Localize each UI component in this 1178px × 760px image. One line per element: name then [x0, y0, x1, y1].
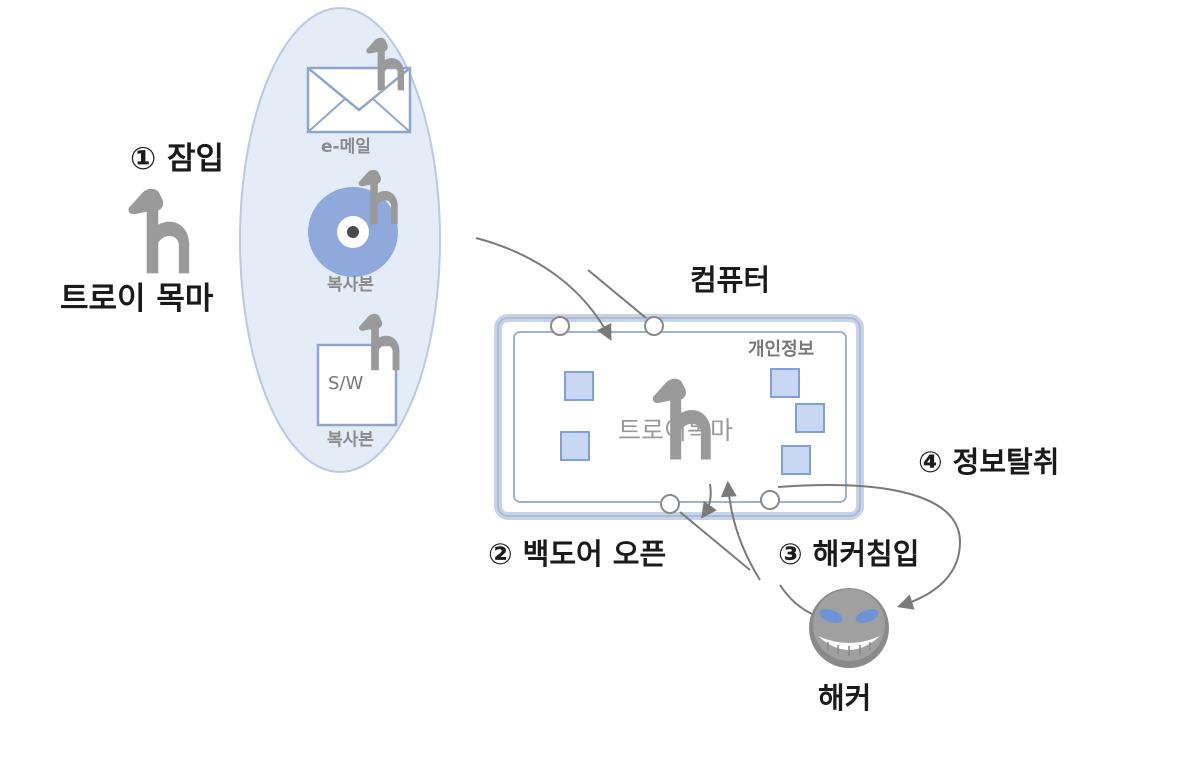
port-circle	[550, 316, 570, 336]
data-square	[564, 371, 594, 401]
data-square	[770, 368, 800, 398]
step3-label: ③ 해커침입	[778, 537, 920, 571]
arrow-hacker-path	[779, 584, 813, 615]
disc-icon	[308, 187, 398, 277]
arrow-infiltration	[475, 237, 612, 341]
computer-title: 컴퓨터	[690, 263, 771, 297]
data-squares	[560, 368, 825, 475]
step4-label: ④ 정보탈취	[918, 445, 1060, 479]
vector-disc-label: 복사본	[327, 275, 374, 295]
personal-info-label: 개인정보	[748, 339, 815, 360]
step1-label: ① 잠입	[130, 141, 225, 177]
port-circle	[760, 490, 780, 510]
vector-software-label: 복사본	[327, 430, 374, 450]
vector-email-label: e-메일	[321, 137, 371, 157]
hacker-face-icon	[809, 588, 889, 668]
software-icon	[316, 343, 398, 427]
hacker-label: 해커	[818, 681, 872, 715]
trojan-label: 트로이 목마	[60, 281, 214, 317]
arrow-info-theft	[777, 484, 962, 610]
email-icon	[306, 66, 412, 134]
trojan-horse-icon	[128, 188, 190, 274]
arrow-backdoor	[701, 483, 717, 519]
data-square	[560, 431, 590, 461]
port-circles	[550, 316, 780, 514]
step2-label: ② 백도어 오픈	[488, 537, 667, 571]
computer-frame	[494, 314, 864, 520]
arrow-hacker-intrusion	[720, 480, 761, 581]
port-circle	[660, 494, 680, 514]
data-square	[795, 403, 825, 433]
data-square	[781, 445, 811, 475]
software-badge: S/W	[328, 373, 364, 394]
arrow-backdoor-line	[679, 511, 751, 571]
port-circle	[644, 316, 664, 336]
arrow-infiltration-line	[587, 269, 647, 319]
trojan-inside-label: 트로이목마	[618, 416, 734, 445]
